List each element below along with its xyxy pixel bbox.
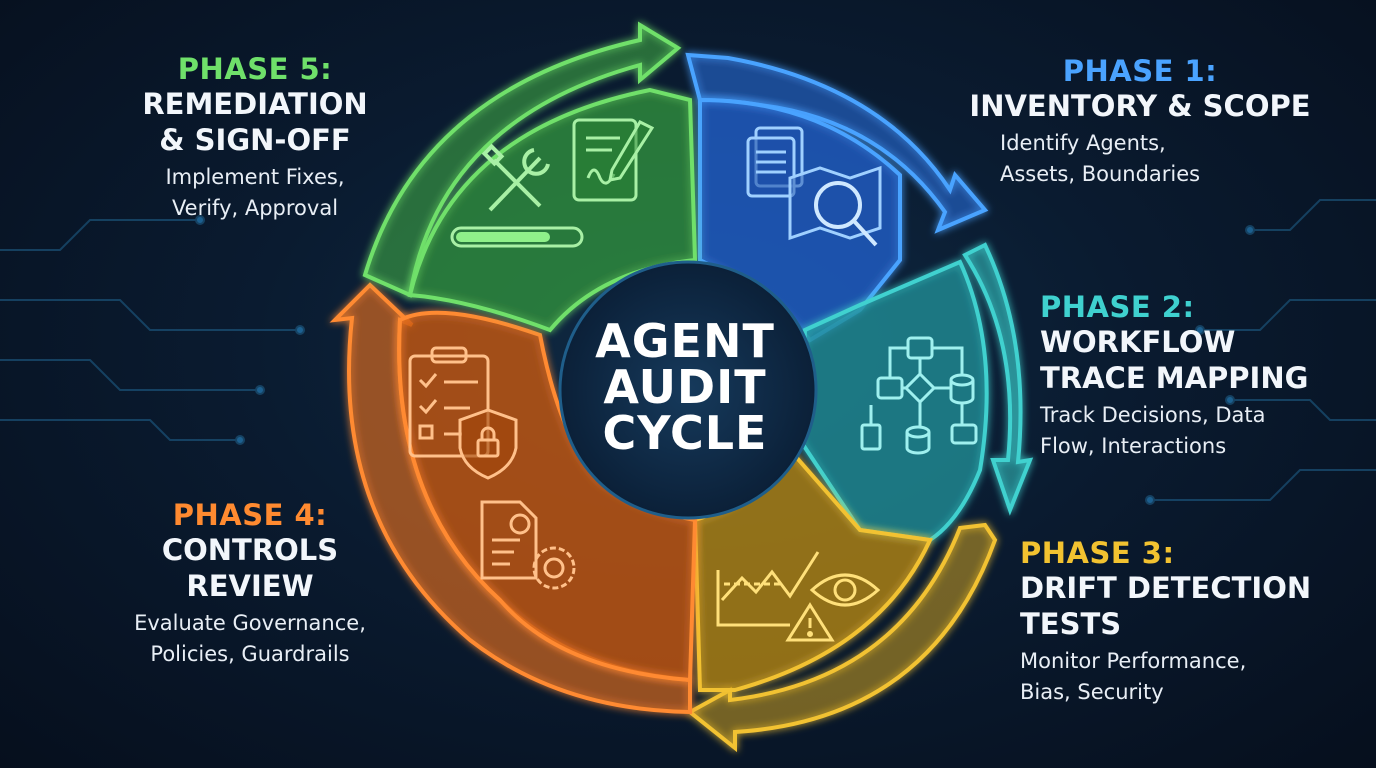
phase2-desc-line1: Track Decisions, Data	[1040, 403, 1266, 427]
phase4-desc-line1: Evaluate Governance,	[134, 611, 366, 635]
phase3-desc-line2: Bias, Security	[1020, 680, 1164, 704]
center-title-line2: AUDIT	[603, 360, 767, 414]
center-title-line3: CYCLE	[602, 406, 768, 460]
phase3-text: PHASE 3: DRIFT DETECTION TESTS Monitor P…	[1020, 536, 1360, 708]
magnifier-icon	[814, 181, 878, 247]
phase2-title-line2: TRACE MAPPING	[1040, 361, 1309, 395]
map-icon	[788, 165, 882, 241]
phase4-text: PHASE 4: CONTROLS REVIEW Evaluate Govern…	[80, 498, 420, 670]
phase1-desc-line1: Identify Agents,	[1000, 131, 1166, 155]
phase1-desc-line2: Assets, Boundaries	[1000, 162, 1201, 186]
phase1-title: INVENTORY & SCOPE	[969, 89, 1311, 123]
tools-icon	[481, 143, 550, 212]
warning-icon	[785, 602, 835, 642]
phase3-segment	[686, 446, 998, 753]
document-gear-icon	[480, 500, 576, 590]
phase5-title-line1: REMEDIATION	[142, 87, 368, 121]
center-hub	[558, 260, 818, 520]
phase3-desc-line1: Monitor Performance,	[1020, 649, 1247, 673]
checklist-icon	[408, 346, 490, 458]
phase5-text: PHASE 5: REMEDIATION & SIGN-OFF Implemen…	[90, 52, 420, 224]
flowchart-icon	[860, 336, 978, 455]
phase3-title-line2: TESTS	[1020, 607, 1122, 641]
trend-chart-icon	[716, 551, 820, 627]
phase4-title-line2: REVIEW	[186, 569, 314, 603]
phase1-label: PHASE 1:	[1062, 54, 1218, 88]
phase5-title-line2: & SIGN-OFF	[159, 123, 351, 157]
phase2-label: PHASE 2:	[1040, 290, 1195, 324]
center-title-line1: AGENT	[595, 314, 775, 368]
phase2-text: PHASE 2: WORKFLOW TRACE MAPPING Track De…	[1040, 290, 1360, 462]
eye-icon	[809, 573, 881, 607]
phase3-label: PHASE 3:	[1020, 536, 1175, 570]
documents-icon	[746, 126, 804, 198]
phase4-desc-line2: Policies, Guardrails	[150, 642, 350, 666]
center-title: AGENT AUDIT CYCLE	[560, 318, 810, 456]
phase2-segment	[797, 242, 1034, 543]
phase5-desc-line2: Verify, Approval	[171, 196, 339, 220]
phase2-desc-line2: Flow, Interactions	[1040, 434, 1227, 458]
signed-tablet-icon	[572, 118, 655, 202]
phase1-text: PHASE 1: INVENTORY & SCOPE Identify Agen…	[960, 54, 1320, 190]
phase5-label: PHASE 5:	[177, 52, 333, 86]
phase4-label: PHASE 4:	[172, 498, 328, 532]
circuit-background	[0, 199, 1376, 505]
shield-lock-icon	[458, 408, 518, 480]
phase4-title-line1: CONTROLS	[161, 533, 339, 567]
phase5-desc-line1: Implement Fixes,	[165, 165, 345, 189]
phase3-title-line1: DRIFT DETECTION	[1020, 571, 1312, 605]
progress-bar-icon	[450, 226, 584, 248]
phase2-title-line1: WORKFLOW	[1040, 325, 1236, 359]
